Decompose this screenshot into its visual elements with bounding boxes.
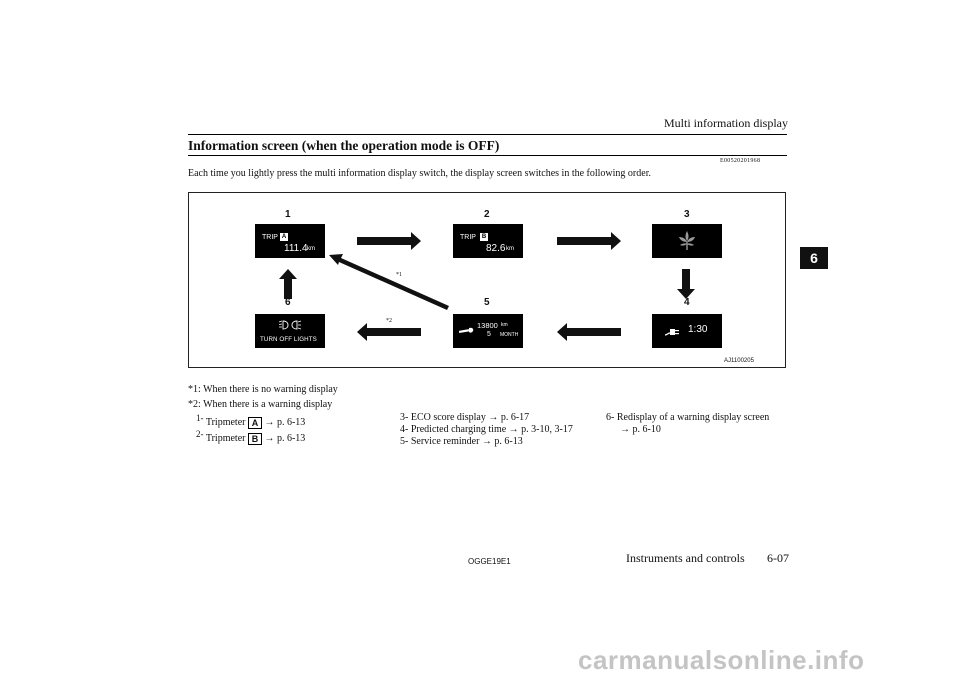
page-reference[interactable]: → p. 6-13 — [264, 417, 306, 428]
arrow-left-icon — [557, 323, 621, 341]
tripmeter-a-symbol: A — [247, 417, 262, 429]
legend-item-4: 4- Predicted charging time → p. 3-10, 3-… — [400, 424, 573, 435]
header-rule — [188, 134, 787, 135]
service-reminder-screen: 13800 km 5 MONTH — [453, 314, 523, 348]
reference-code: E00520201968 — [720, 158, 761, 164]
chapter-tab[interactable]: 6 — [800, 247, 828, 269]
legend-text: Tripmeter — [205, 433, 246, 444]
running-header: Multi information display — [664, 116, 788, 130]
legend-item-3: 3- ECO score display → p. 6-17 — [400, 412, 530, 423]
display-sequence-figure: 1 2 3 4 5 6 *1 *2 TRIP A 111.4 km TRIP B… — [188, 192, 786, 368]
arrow-diagonal-icon — [329, 254, 449, 310]
legend-item-2: 2- Tripmeter B → p. 6-13 — [196, 429, 305, 445]
page-reference[interactable]: → p. 6-13 — [264, 433, 306, 444]
legend-item-6-ref[interactable]: → p. 6-10 — [620, 424, 661, 435]
step-number: 2 — [484, 209, 490, 220]
footnote-text: : When there is no warning display — [198, 384, 338, 395]
footnote-2: *2: When there is a warning display — [188, 399, 332, 410]
leaf-icon — [679, 231, 695, 250]
legend-item-5: 5- Service reminder → p. 6-13 — [400, 436, 523, 447]
arrow-right-icon — [357, 232, 421, 250]
arrow-mark: *2 — [386, 318, 392, 324]
step-number: 5 — [484, 297, 490, 308]
document-code: OGGE19E1 — [468, 557, 511, 566]
legend-item-6: 6- Redisplay of a warning display screen — [606, 412, 770, 423]
footnote-1: *1: When there is no warning display — [188, 384, 338, 395]
trip-unit: km — [307, 246, 315, 252]
trip-label: TRIP — [262, 234, 278, 241]
arrow-mark: *1 — [396, 272, 402, 278]
legend-item-1: 1- Tripmeter A → p. 6-13 — [196, 413, 305, 429]
headlight-icon — [278, 320, 302, 330]
trip-letter-badge: A — [280, 233, 288, 241]
charging-plug-icon — [664, 329, 679, 336]
arrow-right-icon — [557, 232, 621, 250]
footnote-mark: *2 — [188, 399, 198, 410]
arrow-up-icon — [279, 269, 297, 299]
footer-section-name: Instruments and controls — [626, 551, 745, 565]
watermark: carmanualsonline.info — [578, 645, 865, 675]
footnote-mark: *1 — [188, 384, 198, 395]
trip-unit: km — [506, 246, 514, 252]
trip-value: 111.4 — [284, 243, 308, 254]
footnote-text: : When there is a warning display — [198, 399, 333, 410]
charging-time-value: 1:30 — [688, 324, 708, 335]
legend-text: Tripmeter — [205, 417, 246, 428]
tripmeter-b-screen: TRIP B 82.6 km — [453, 224, 523, 258]
step-number: 3 — [684, 209, 690, 220]
step-number: 4 — [684, 297, 690, 308]
figure-arrows — [279, 232, 695, 341]
intro-paragraph: Each time you lightly press the multi in… — [188, 168, 651, 179]
service-months-unit: MONTH — [500, 332, 519, 338]
trip-letter-badge: B — [480, 233, 488, 241]
title-rule — [188, 155, 787, 156]
service-distance-unit: km — [501, 322, 508, 328]
section-title: Information screen (when the operation m… — [188, 138, 500, 153]
warning-message: TURN OFF LIGHTS — [260, 336, 317, 343]
warning-display-screen: TURN OFF LIGHTS — [255, 314, 325, 348]
step-number: 1 — [285, 209, 291, 220]
wrench-icon — [458, 327, 474, 334]
arrow-left-icon — [357, 323, 421, 341]
trip-label: TRIP — [460, 234, 476, 241]
arrow-down-icon — [677, 269, 695, 299]
figure-code: AJ1100205 — [724, 358, 754, 364]
tripmeter-b-symbol: B — [247, 433, 262, 445]
step-number: 6 — [285, 297, 291, 308]
service-months: 5 — [487, 331, 491, 338]
charging-time-screen: 1:30 — [652, 314, 722, 348]
legend-number: 1- — [196, 413, 204, 423]
page-number: 6-07 — [767, 551, 789, 565]
eco-score-screen — [652, 224, 722, 258]
legend-number: 2- — [196, 429, 204, 439]
service-distance: 13800 — [477, 321, 498, 330]
trip-value: 82.6 — [486, 243, 506, 254]
tripmeter-a-screen: TRIP A 111.4 km — [255, 224, 325, 258]
